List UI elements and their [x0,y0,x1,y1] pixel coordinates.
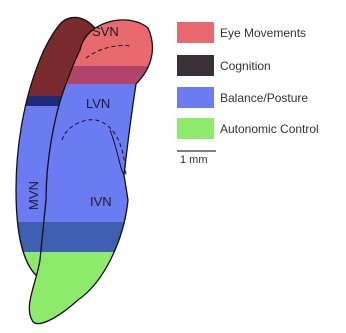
legend-swatch-balance-posture [177,87,214,108]
legend-label-balance-posture: Balance/Posture [220,91,308,105]
legend: Eye Movements Cognition Balance/Posture … [177,22,319,139]
ivn-label: IVN [90,194,112,209]
mvn-label: MVN [26,181,41,210]
legend-swatch-eye-movements [177,22,214,43]
svn-label: SVN [92,24,119,39]
scale-bar: 1 mm [177,151,216,166]
lvn-label: LVN [86,96,110,111]
legend-swatch-cognition [177,55,214,76]
scale-bar-label: 1 mm [180,154,208,166]
legend-label-cognition: Cognition [220,59,271,73]
legend-label-eye-movements: Eye Movements [220,26,306,40]
legend-swatch-autonomic-control [177,118,214,139]
legend-label-autonomic-control: Autonomic Control [220,122,319,136]
